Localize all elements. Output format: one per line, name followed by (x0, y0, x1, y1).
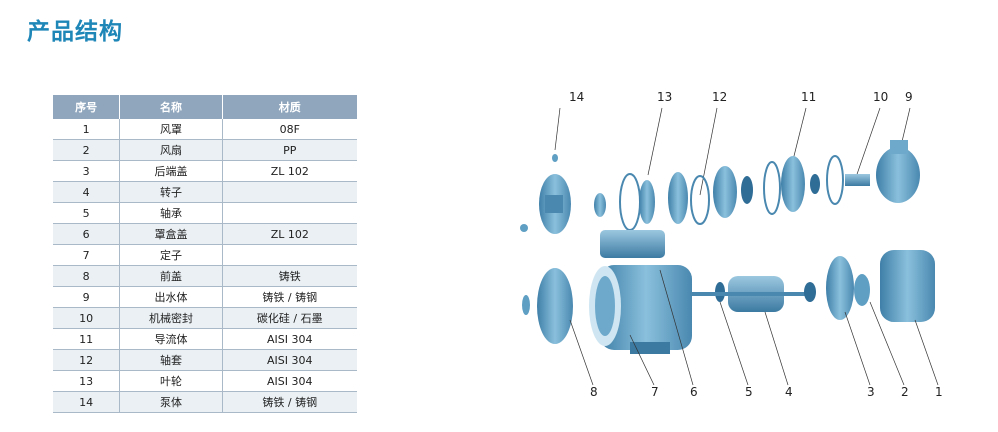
cell-index: 10 (53, 307, 121, 329)
cell-index: 1 (53, 119, 121, 140)
callout-2: 2 (901, 385, 909, 399)
cell-name: 导流体 (119, 328, 223, 350)
cell-material (222, 202, 357, 224)
cell-name: 泵体 (119, 391, 223, 413)
cell-index: 11 (53, 328, 121, 350)
rotor-and-bearings (690, 276, 816, 312)
impeller-parts (594, 155, 870, 231)
leader-lines-bottom (569, 269, 939, 386)
cell-material: 铸铁 (222, 265, 357, 287)
callout-12: 12 (712, 90, 728, 104)
motor-stator (589, 230, 692, 354)
pump-body (520, 154, 571, 234)
cell-name: 风扇 (119, 139, 223, 161)
cell-name: 定子 (119, 244, 223, 266)
cell-index: 4 (53, 181, 121, 203)
cell-name: 叶轮 (119, 370, 223, 392)
rear-cover-fan-shroud (826, 250, 935, 322)
callout-6: 6 (690, 385, 698, 399)
callout-10: 10 (873, 90, 889, 104)
cell-material: 铸铁 / 铸钢 (222, 286, 357, 308)
cell-name: 后端盖 (119, 160, 223, 182)
cell-index: 9 (53, 286, 121, 308)
cell-index: 14 (53, 391, 121, 413)
callout-7: 7 (651, 385, 659, 399)
cell-index: 8 (53, 265, 121, 287)
cell-material (222, 181, 357, 203)
callout-5: 5 (745, 385, 753, 399)
cell-index: 6 (53, 223, 121, 245)
callout-3: 3 (867, 385, 875, 399)
callout-14: 14 (569, 90, 585, 104)
table-header-row: 序号 名称 材质 (53, 95, 357, 119)
cell-index: 12 (53, 349, 121, 371)
cell-material: 碳化硅 / 石墨 (222, 307, 357, 329)
cell-name: 转子 (119, 181, 223, 203)
header-material: 材质 (222, 95, 357, 119)
cell-name: 风罩 (119, 119, 223, 140)
cell-name: 前盖 (119, 265, 223, 287)
cell-name: 轴套 (119, 349, 223, 371)
cell-index: 13 (53, 370, 121, 392)
cell-material: PP (222, 139, 357, 161)
outlet-body (876, 140, 920, 203)
cell-index: 7 (53, 244, 121, 266)
header-name: 名称 (119, 95, 223, 119)
cell-material: 08F (222, 119, 357, 140)
cell-index: 3 (53, 160, 121, 182)
leader-lines-top (554, 107, 911, 196)
callout-13: 13 (657, 90, 673, 104)
cell-material: AISI 304 (222, 328, 357, 350)
cell-index: 2 (53, 139, 121, 161)
page-title: 产品结构 (27, 19, 123, 45)
callout-9: 9 (905, 90, 913, 104)
exploded-pump-diagram (520, 107, 939, 386)
cell-material: 铸铁 / 铸钢 (222, 391, 357, 413)
cell-name: 出水体 (119, 286, 223, 308)
callout-1: 1 (935, 385, 943, 399)
header-index: 序号 (53, 95, 121, 119)
cell-material: ZL 102 (222, 160, 357, 182)
cell-index: 5 (53, 202, 121, 224)
callout-8: 8 (590, 385, 598, 399)
cell-name: 轴承 (119, 202, 223, 224)
callout-11: 11 (801, 90, 817, 104)
callout-4: 4 (785, 385, 793, 399)
cell-material: AISI 304 (222, 349, 357, 371)
front-cover (522, 268, 573, 344)
cell-material: AISI 304 (222, 370, 357, 392)
cell-name: 机械密封 (119, 307, 223, 329)
cell-material (222, 244, 357, 266)
cell-name: 罩盒盖 (119, 223, 223, 245)
cell-material: ZL 102 (222, 223, 357, 245)
